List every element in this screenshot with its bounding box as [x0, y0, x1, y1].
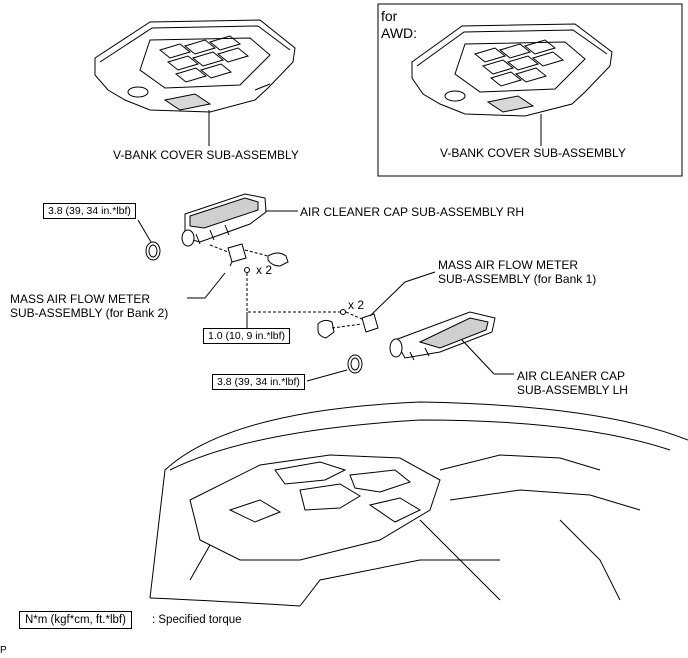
corner-mark: P — [0, 645, 7, 656]
awd-frame — [377, 3, 683, 177]
engine-bay-illustration — [149, 401, 688, 607]
label-air-cleaner-lh-line2: SUB-ASSEMBLY LH — [517, 383, 628, 397]
label-vbank-cover-awd: V-BANK COVER SUB-ASSEMBLY — [440, 146, 626, 160]
label-maf-bank1-line1: MASS AIR FLOW METER — [438, 258, 579, 272]
maf-bank2-illustration — [187, 243, 340, 313]
legend-unit-box: N*m (kgf*cm, ft.*lbf) — [19, 611, 132, 629]
air-cleaner-lh-illustration — [389, 311, 514, 375]
label-maf-bank1-line2: SUB-ASSEMBLY (for Bank 1) — [438, 272, 597, 286]
torque-box-clamp-lh: 3.8 (39, 34 in.*lbf) — [212, 374, 305, 390]
torque-box-clamp-rh: 3.8 (39, 34 in.*lbf) — [43, 203, 136, 219]
quantity-label-bank1: x 2 — [348, 298, 365, 312]
label-maf-bank2-line2: SUB-ASSEMBLY (for Bank 2) — [10, 306, 169, 320]
clamp-rh-illustration — [137, 219, 161, 261]
awd-caption-awd: AWD: — [381, 25, 418, 41]
awd-caption-for: for — [381, 8, 398, 24]
legend-meaning: : Specified torque — [152, 614, 242, 626]
clamp-lh-illustration — [306, 354, 363, 382]
label-vbank-cover: V-BANK COVER SUB-ASSEMBLY — [113, 148, 299, 162]
quantity-label-bank2: x 2 — [256, 263, 273, 277]
maf-bank1-illustration — [317, 271, 436, 339]
air-cleaner-rh-illustration — [181, 193, 298, 247]
vbank-cover-awd-illustration — [411, 23, 613, 117]
label-maf-bank2-line1: MASS AIR FLOW METER — [10, 292, 151, 306]
vbank-cover-illustration — [94, 19, 296, 113]
torque-box-maf: 1.0 (10, 9 in.*lbf) — [203, 328, 291, 344]
label-air-cleaner-rh: AIR CLEANER CAP SUB-ASSEMBLY RH — [300, 205, 525, 219]
label-air-cleaner-lh-line1: AIR CLEANER CAP — [517, 369, 626, 383]
